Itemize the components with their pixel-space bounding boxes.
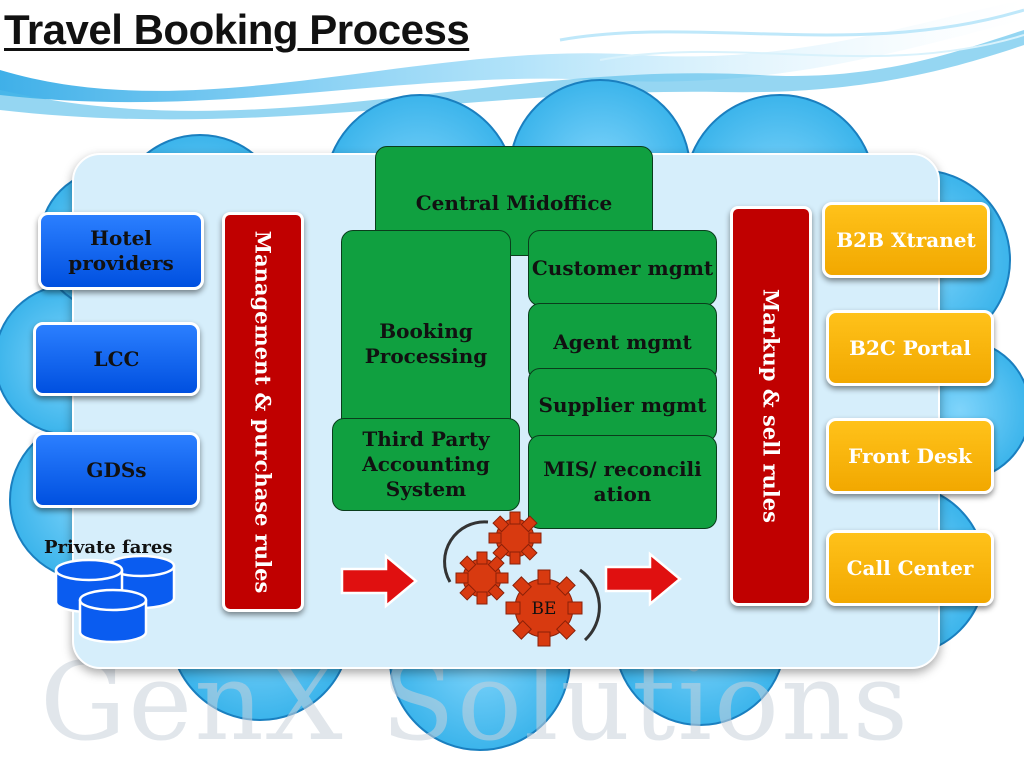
lcc-node: LCC	[33, 322, 200, 396]
right-arrow-icon	[340, 553, 418, 609]
gear-icon	[455, 551, 509, 605]
right-arrow-icon	[604, 551, 682, 607]
sell-rules-bar: Markup & sell rules	[730, 206, 812, 606]
b2c-portal-node: B2C Portal	[826, 310, 994, 386]
gds-node: GDSs	[33, 432, 200, 508]
supplier-mgmt-node: Supplier mgmt	[528, 368, 717, 442]
third-party-accounting-node: Third Party Accounting System	[332, 418, 520, 511]
b2b-xtranet-node: B2B Xtranet	[822, 202, 990, 278]
booking-processing-node: Booking Processing	[341, 230, 511, 430]
database-icon	[54, 554, 176, 644]
page-title: Travel Booking Process	[4, 6, 470, 53]
purchase-rules-bar: Management & purchase rules	[222, 212, 304, 612]
sell-rules-label: Markup & sell rules	[758, 289, 784, 523]
call-center-node: Call Center	[826, 530, 994, 606]
hotel-providers-node: Hotel providers	[38, 212, 204, 290]
booking-engine-gears: BE	[443, 511, 601, 647]
engine-label: BE	[532, 599, 557, 619]
mis-reconciliation-node: MIS/ reconciliation	[528, 435, 717, 529]
purchase-rules-label: Management & purchase rules	[250, 230, 276, 594]
customer-mgmt-node: Customer mgmt	[528, 230, 717, 306]
private-fares-label: Private fares	[44, 537, 173, 558]
front-desk-node: Front Desk	[826, 418, 994, 494]
gear-icon	[505, 569, 583, 647]
header-wave	[0, 0, 1024, 120]
